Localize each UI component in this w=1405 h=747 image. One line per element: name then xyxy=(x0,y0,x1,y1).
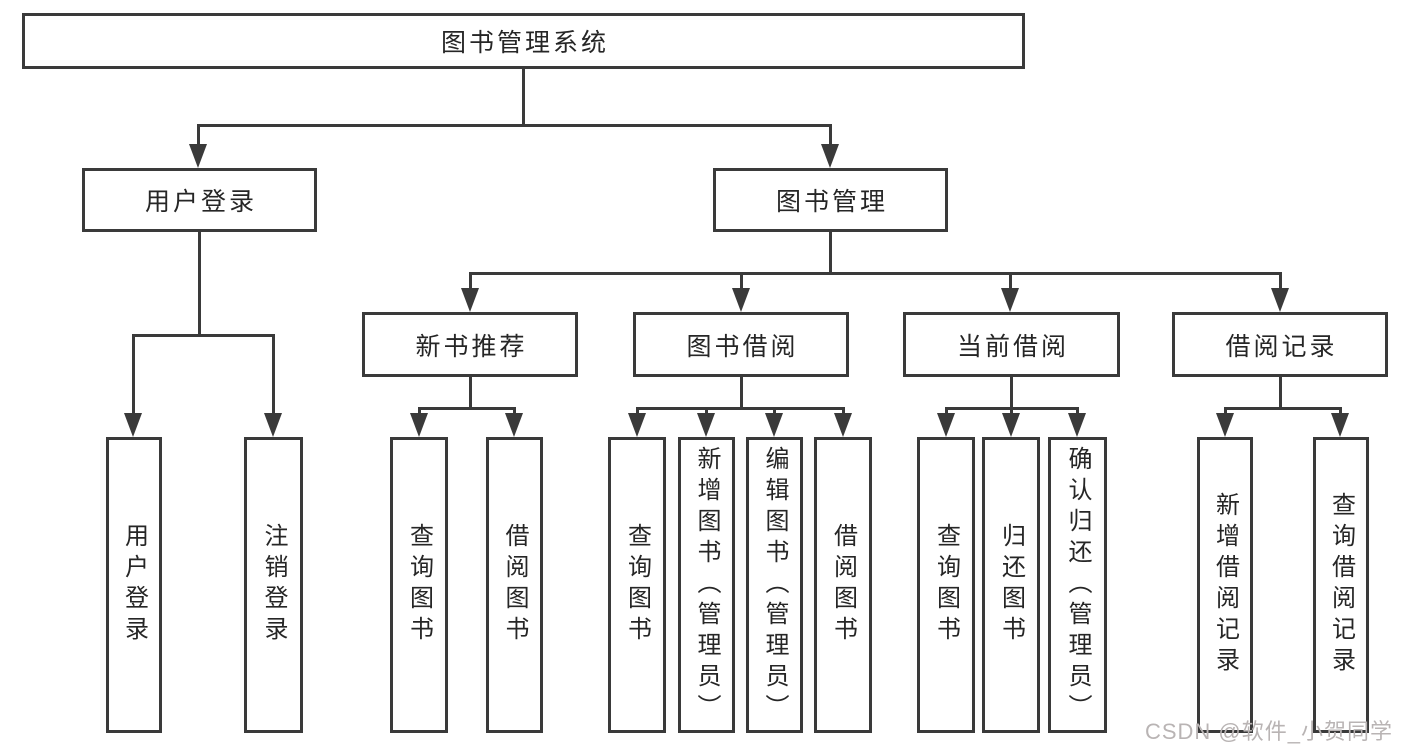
connector-stub-leaf-user-login xyxy=(131,335,135,416)
node-user-login: 用户登录 xyxy=(82,168,317,232)
connector-stub-edit-book xyxy=(772,408,776,417)
leaf-borrow-book-rec: 借阅图书 xyxy=(486,437,543,733)
arrowhead-borrow-book-rec xyxy=(505,413,523,437)
connector-stub-borrow-record xyxy=(1278,273,1282,290)
node-borrow-record: 借阅记录 xyxy=(1172,312,1388,377)
connector-stub-add-borrow-record xyxy=(1223,408,1227,417)
arrowhead-book-borrow xyxy=(732,288,750,312)
arrowhead-confirm-return xyxy=(1068,413,1086,437)
connector-stub-add-book xyxy=(704,408,708,417)
arrowhead-return-book xyxy=(1002,413,1020,437)
node-book-mgmt: 图书管理 xyxy=(713,168,948,232)
connector-book-borrow-down xyxy=(739,377,743,408)
connector-stub-new-book-rec xyxy=(468,273,472,290)
connector-borrow-record-split xyxy=(1223,406,1342,410)
arrowhead-new-book-rec xyxy=(461,288,479,312)
connector-borrow-record-down xyxy=(1278,377,1282,408)
arrowhead-query-book-borrow xyxy=(628,413,646,437)
leaf-add-book: 新增图书（管理员） xyxy=(678,437,735,733)
connector-stub-leaf-logout xyxy=(271,335,275,416)
connector-stub-query-borrow-record xyxy=(1338,408,1342,417)
connector-user-login-split xyxy=(131,333,275,337)
arrowhead-add-borrow-record xyxy=(1216,413,1234,437)
connector-root-down xyxy=(521,68,525,125)
connector-stub-query-book-borrow xyxy=(635,408,639,417)
arrowhead-current-borrow xyxy=(1001,288,1019,312)
leaf-query-borrow-record: 查询借阅记录 xyxy=(1313,437,1369,733)
arrowhead-query-book-rec xyxy=(410,413,428,437)
connector-current-borrow-down xyxy=(1009,377,1013,408)
leaf-query-book-borrow: 查询图书 xyxy=(608,437,666,733)
arrowhead-user-login xyxy=(189,144,207,168)
leaf-return-book: 归还图书 xyxy=(982,437,1040,733)
node-current-borrow: 当前借阅 xyxy=(903,312,1120,377)
leaf-query-book-current: 查询图书 xyxy=(917,437,975,733)
connector-root-split xyxy=(196,123,832,127)
connector-stub-confirm-return xyxy=(1075,408,1079,417)
leaf-user-login: 用户登录 xyxy=(106,437,162,733)
node-new-book-rec: 新书推荐 xyxy=(362,312,578,377)
node-book-borrow: 图书借阅 xyxy=(633,312,849,377)
connector-stub-query-book-rec xyxy=(417,408,421,417)
connector-new-book-rec-split xyxy=(417,406,516,410)
connector-stub-current-borrow xyxy=(1008,273,1012,290)
connector-book-borrow-split xyxy=(635,406,845,410)
leaf-confirm-return: 确认归还（管理员） xyxy=(1048,437,1107,733)
connector-stub-return-book xyxy=(1009,408,1013,417)
leaf-borrow-book-borrow: 借阅图书 xyxy=(814,437,872,733)
connector-stub-query-book-current xyxy=(944,408,948,417)
arrowhead-borrow-book-borrow xyxy=(834,413,852,437)
connector-stub-book-borrow xyxy=(739,273,743,290)
connector-stub-user-login xyxy=(196,125,200,146)
connector-book-mgmt-down xyxy=(828,232,832,273)
arrowhead-leaf-logout xyxy=(264,413,282,437)
arrowhead-query-borrow-record xyxy=(1331,413,1349,437)
arrowhead-borrow-record xyxy=(1271,288,1289,312)
arrowhead-add-book xyxy=(697,413,715,437)
leaf-logout: 注销登录 xyxy=(244,437,303,733)
connector-user-login-down xyxy=(197,232,201,335)
node-root: 图书管理系统 xyxy=(22,13,1025,69)
connector-stub-book-mgmt xyxy=(828,125,832,146)
arrowhead-leaf-user-login xyxy=(124,413,142,437)
leaf-query-book-rec: 查询图书 xyxy=(390,437,448,733)
leaf-add-borrow-record: 新增借阅记录 xyxy=(1197,437,1253,733)
connector-stub-borrow-book-rec xyxy=(512,408,516,417)
arrowhead-book-mgmt xyxy=(821,144,839,168)
connector-new-book-rec-down xyxy=(468,377,472,408)
leaf-edit-book: 编辑图书（管理员） xyxy=(746,437,803,733)
connector-stub-borrow-book-borrow xyxy=(841,408,845,417)
arrowhead-query-book-current xyxy=(937,413,955,437)
arrowhead-edit-book xyxy=(765,413,783,437)
connector-book-mgmt-split xyxy=(468,271,1282,275)
csdn-watermark: CSDN @软件_小贺同学 xyxy=(1144,719,1393,744)
